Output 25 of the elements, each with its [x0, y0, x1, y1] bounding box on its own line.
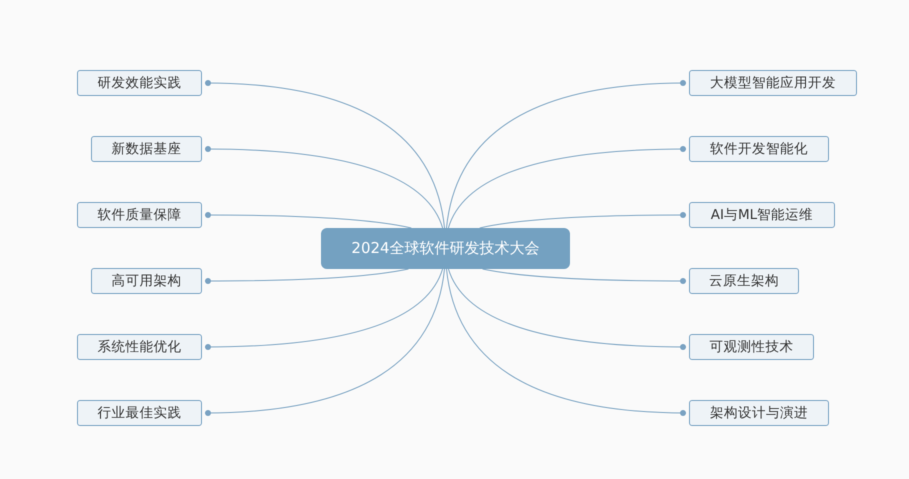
- connector-line: [204, 268, 444, 350]
- connector-line: [446, 268, 686, 416]
- connector-line: [204, 268, 409, 284]
- topic-box: 云原生架构: [689, 268, 799, 294]
- topic-box: 研发效能实践: [77, 70, 202, 96]
- connector-line: [204, 80, 446, 228]
- topic-box: 行业最佳实践: [77, 400, 202, 426]
- connector-line: [204, 212, 412, 228]
- topic-box: 系统性能优化: [77, 334, 202, 360]
- central-topic-box: 2024全球软件研发技术大会: [321, 228, 570, 269]
- topic-box: 软件开发智能化: [689, 136, 829, 162]
- connector-line: [446, 80, 686, 228]
- connector-line: [204, 268, 445, 416]
- topic-box: AI与ML智能运维: [689, 202, 835, 228]
- connector-line: [204, 146, 444, 228]
- topic-box: 新数据基座: [91, 136, 202, 162]
- topic-box: 可观测性技术: [689, 334, 814, 360]
- connector-line: [448, 268, 686, 350]
- connector-line: [479, 212, 686, 228]
- topic-box: 高可用架构: [91, 268, 202, 294]
- connector-line: [448, 146, 686, 228]
- topic-box: 大模型智能应用开发: [689, 70, 857, 96]
- topic-box: 软件质量保障: [77, 202, 202, 228]
- connector-line: [482, 268, 686, 284]
- topic-box: 架构设计与演进: [689, 400, 829, 426]
